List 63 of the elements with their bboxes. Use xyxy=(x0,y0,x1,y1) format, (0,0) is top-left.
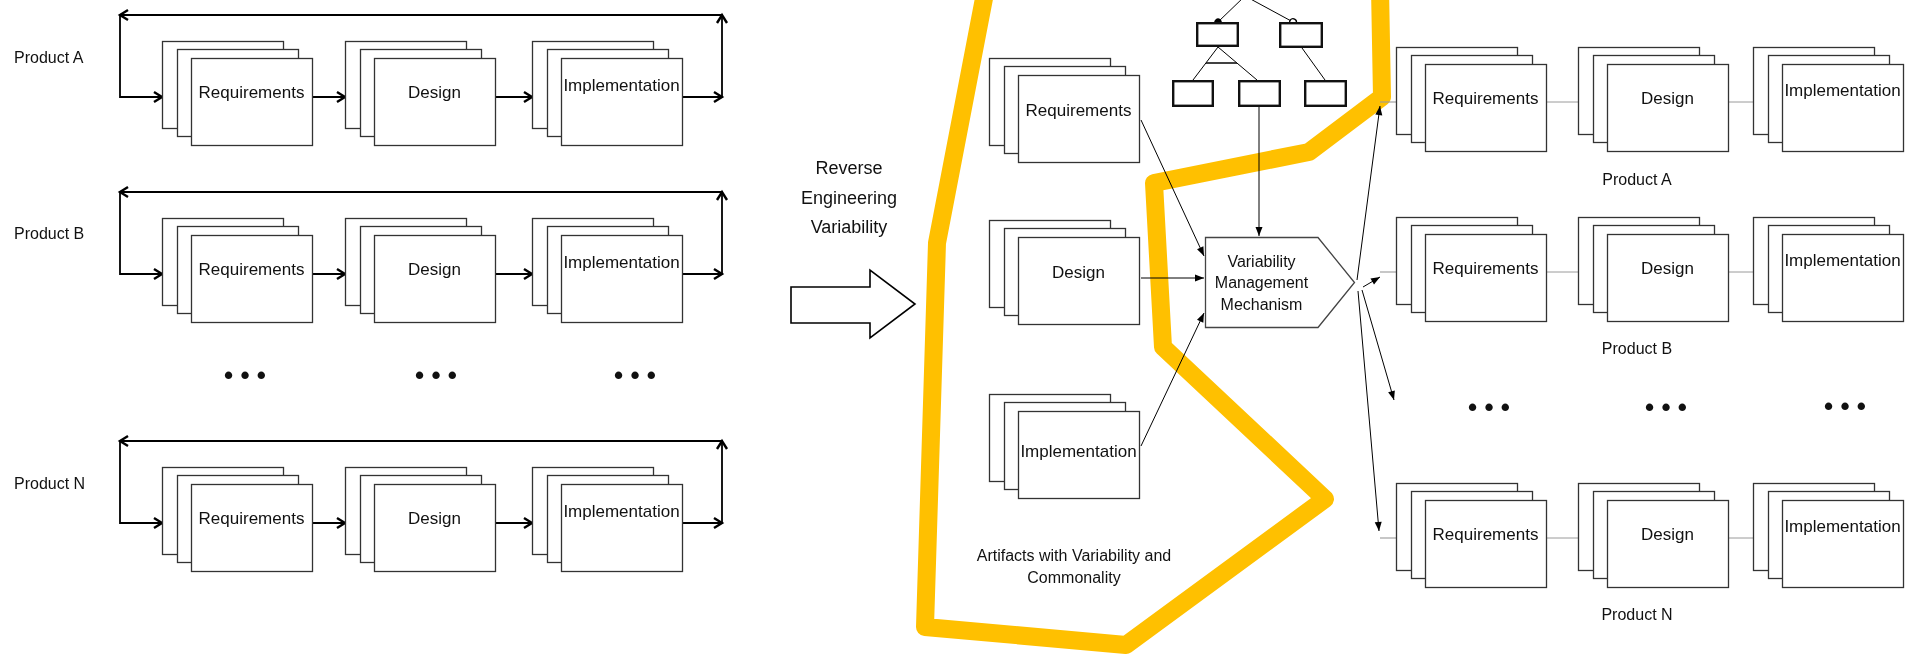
stack-label: Design xyxy=(1640,88,1695,110)
ellipsis-dots: • • • xyxy=(614,362,656,388)
document-stack xyxy=(162,41,313,146)
stack-label: Implementation xyxy=(1783,80,1902,102)
feature-box xyxy=(1279,22,1323,48)
document-stack xyxy=(345,467,496,572)
document-stack xyxy=(989,220,1140,325)
document-stack xyxy=(162,467,313,572)
process-label: Reverse Engineering Variability xyxy=(799,157,899,240)
stack-label: Design xyxy=(407,508,462,530)
stack-label: Requirements xyxy=(197,259,306,281)
stack-label: Requirements xyxy=(197,82,306,104)
stack-label: Requirements xyxy=(1024,100,1133,122)
stack-label: Implementation xyxy=(562,75,681,97)
ellipsis-dots: • • • xyxy=(1824,393,1866,419)
ellipsis-dots: • • • xyxy=(415,362,457,388)
document-stack xyxy=(1396,483,1547,588)
feature-box xyxy=(1172,80,1214,107)
stack-label: Requirements xyxy=(1431,88,1540,110)
stack-label: Requirements xyxy=(1431,258,1540,280)
mechanism-pentagon xyxy=(1205,237,1355,328)
document-stack xyxy=(1753,483,1904,588)
stack-label: Implementation xyxy=(562,252,681,274)
feature-box xyxy=(1238,80,1281,107)
product-label: Product B xyxy=(14,223,85,244)
document-stack xyxy=(1578,47,1729,152)
feature-box xyxy=(1196,22,1239,47)
document-stack xyxy=(1753,217,1904,322)
product-label: Product B xyxy=(1601,338,1673,359)
document-stack xyxy=(1578,217,1729,322)
stack-label: Design xyxy=(407,82,462,104)
document-stack xyxy=(345,218,496,323)
feature-box xyxy=(1304,80,1347,107)
stack-label: Design xyxy=(1051,262,1106,284)
document-stack xyxy=(1578,483,1729,588)
stack-label: Implementation xyxy=(562,501,681,523)
document-stack xyxy=(532,218,683,323)
product-label: Product A xyxy=(1602,169,1672,190)
stack-label: Design xyxy=(1640,524,1695,546)
document-stack xyxy=(1753,47,1904,152)
product-label: Product A xyxy=(14,47,84,68)
document-stack xyxy=(162,218,313,323)
mechanism-label: Variability Management Mechanism xyxy=(1213,251,1310,315)
stack-label: Implementation xyxy=(1783,250,1902,272)
ellipsis-dots: • • • xyxy=(224,362,266,388)
stack-label: Design xyxy=(1640,258,1695,280)
document-stack xyxy=(989,394,1140,499)
product-label: Product N xyxy=(1601,604,1673,625)
document-stack xyxy=(532,467,683,572)
product-label: Product N xyxy=(14,473,86,494)
document-stack xyxy=(989,58,1140,163)
document-stack xyxy=(1396,47,1547,152)
stack-label: Design xyxy=(407,259,462,281)
stack-label: Requirements xyxy=(197,508,306,530)
document-stack xyxy=(532,41,683,146)
group-caption: Artifacts with Variability and Commonality xyxy=(975,545,1173,588)
stack-label: Requirements xyxy=(1431,524,1540,546)
stack-label: Implementation xyxy=(1019,441,1138,463)
ellipsis-dots: • • • xyxy=(1645,394,1687,420)
document-stack xyxy=(345,41,496,146)
document-stack xyxy=(1396,217,1547,322)
ellipsis-dots: • • • xyxy=(1468,394,1510,420)
stack-label: Implementation xyxy=(1783,516,1902,538)
